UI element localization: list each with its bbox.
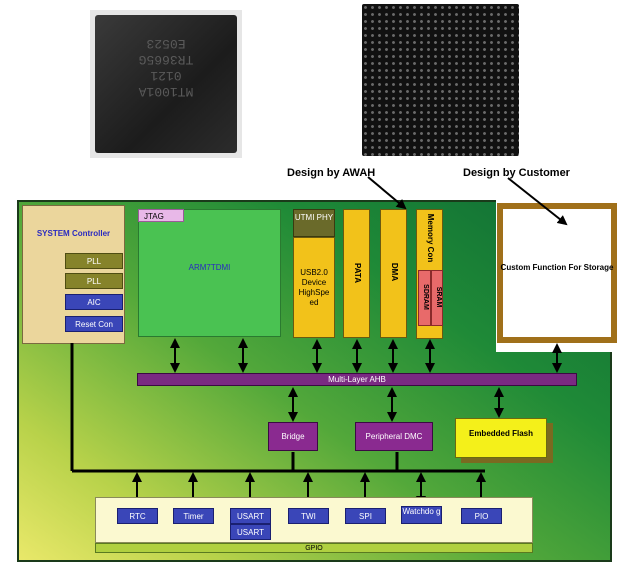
reset-controller-block: Reset Con xyxy=(65,316,123,332)
sdram-block xyxy=(418,270,431,326)
label-design-customer: Design by Customer xyxy=(463,167,570,179)
dma-block xyxy=(380,209,407,338)
pll-block-1: PLL xyxy=(65,253,123,269)
pio-block: PIO xyxy=(461,508,502,524)
utmi-phy-block: UTMI PHY xyxy=(293,209,335,237)
rtc-block: RTC xyxy=(117,508,158,524)
pointer-arrow-customer xyxy=(507,177,568,226)
pata-block xyxy=(343,209,370,338)
peripheral-dmc-block: Peripheral DMC xyxy=(355,422,433,451)
usart-block-2: USART xyxy=(230,524,271,540)
arm-core-label: ARM7TDMI xyxy=(188,263,231,272)
arm-core-block xyxy=(138,209,281,337)
gpio-bar: GPIO xyxy=(95,543,533,553)
usb-device-block: USB2.0 Device HighSpe ed xyxy=(293,237,335,338)
label-design-awah: Design by AWAH xyxy=(287,167,376,179)
chip-photo-bottom-bga xyxy=(362,4,519,156)
watchdog-block: Watchdo g xyxy=(401,506,442,524)
custom-function-block xyxy=(497,203,617,343)
sram-block xyxy=(431,270,443,326)
timer-block: Timer xyxy=(173,508,214,524)
system-controller-title: SYSTEM Controller xyxy=(36,229,111,238)
aic-block: AIC xyxy=(65,294,123,310)
multi-layer-ahb-bus: Multi-Layer AHB xyxy=(137,373,577,386)
bridge-block: Bridge xyxy=(268,422,318,451)
system-controller-block: SYSTEM Controller PLL PLL AIC Reset Con xyxy=(22,205,125,344)
chip-die: MT1001A 0121 TR3665G E0523 xyxy=(95,15,237,153)
embedded-flash-block: Embedded Flash xyxy=(455,418,547,458)
spi-block: SPI xyxy=(345,508,386,524)
jtag-block: JTAG xyxy=(138,209,184,222)
pll-block-2: PLL xyxy=(65,273,123,289)
usart-block-1: USART xyxy=(230,508,271,524)
custom-function-label: Custom Function For Storage xyxy=(500,263,614,272)
twi-block: TWI xyxy=(288,508,329,524)
pointer-arrow-awah xyxy=(367,176,407,210)
chip-photo-top: MT1001A 0121 TR3665G E0523 xyxy=(90,10,242,158)
